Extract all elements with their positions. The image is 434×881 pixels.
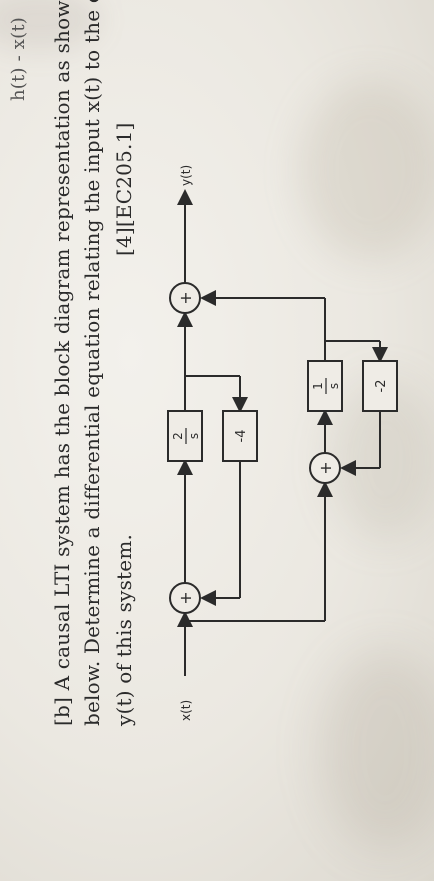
adder-2: + bbox=[309, 452, 341, 484]
gain-box-minus-4: -4 bbox=[222, 410, 258, 462]
svg-text:+: + bbox=[316, 461, 335, 474]
svg-text:+: + bbox=[176, 291, 195, 304]
svg-text:-4: -4 bbox=[234, 430, 249, 443]
svg-text:-2: -2 bbox=[374, 380, 389, 393]
gain-box-1-over-s: 1 s bbox=[307, 360, 343, 412]
svg-text:s: s bbox=[187, 433, 201, 439]
svg-text:s: s bbox=[327, 383, 341, 389]
adder-output: + bbox=[169, 282, 201, 314]
svg-text:2: 2 bbox=[171, 432, 185, 440]
adder-1: + bbox=[169, 582, 201, 614]
gain-box-2-over-s: 2 s bbox=[167, 410, 203, 462]
gain-box-minus-2: -2 bbox=[362, 360, 398, 412]
svg-text:+: + bbox=[176, 591, 195, 604]
svg-text:1: 1 bbox=[311, 382, 325, 390]
input-label: x(t) bbox=[179, 700, 193, 721]
output-label: y(t) bbox=[179, 165, 193, 186]
